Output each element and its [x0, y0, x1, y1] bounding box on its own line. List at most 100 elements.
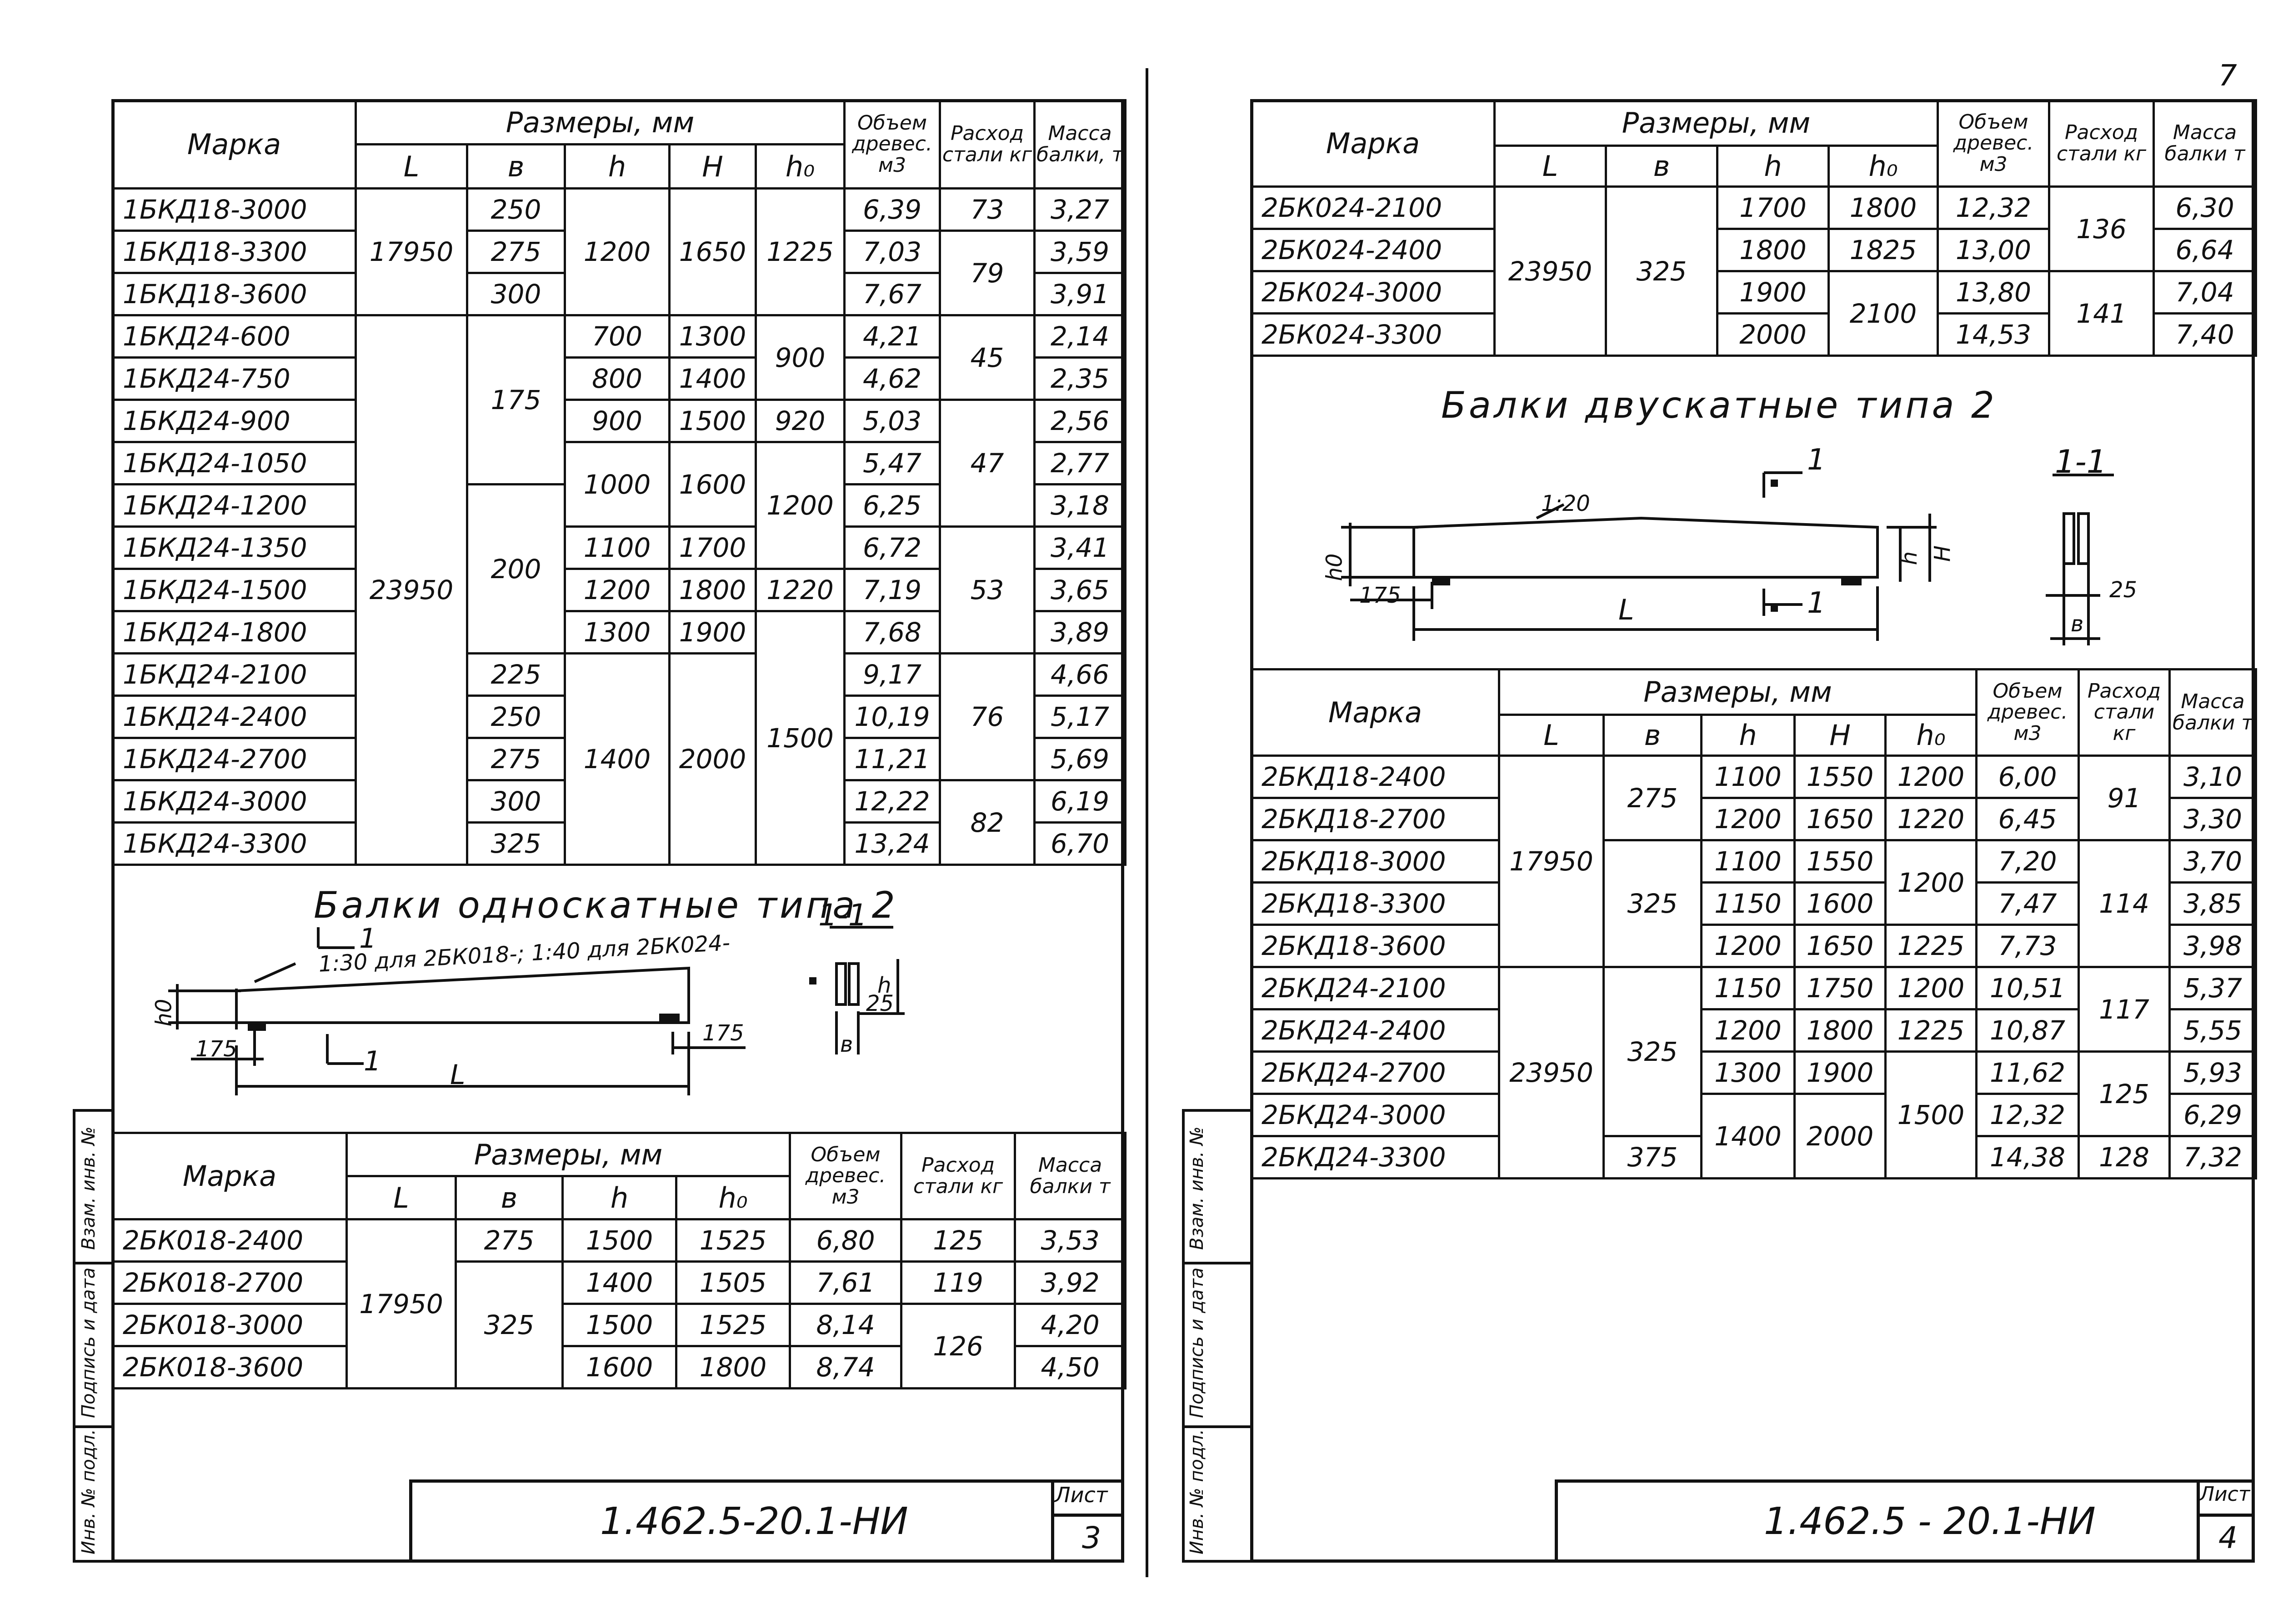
row-marka: 2БК024-2100	[1250, 185, 1496, 230]
th-h0: h₀	[675, 1175, 791, 1220]
cell-mass: 5,69	[1033, 737, 1127, 781]
cell-h0: 900	[754, 314, 846, 401]
cell-mass: 3,70	[2168, 839, 2258, 884]
cell-h: 1500	[561, 1218, 677, 1263]
cell-mass: 5,55	[2168, 1008, 2258, 1053]
th-h0: h₀	[1884, 714, 1978, 757]
cell-h0: 2100	[1827, 270, 1939, 357]
cell-L: 23950	[1493, 185, 1607, 357]
cell-b: 275	[466, 230, 566, 274]
cell-h: 1400	[1700, 1093, 1796, 1179]
cell-H: 1550	[1793, 839, 1887, 884]
cell-h: 700	[564, 314, 671, 359]
cell-H: 1900	[1793, 1050, 1887, 1095]
row-marka: 2БК018-2700	[111, 1260, 348, 1305]
cell-h: 2000	[1716, 312, 1830, 357]
cell-mass: 3,27	[1033, 187, 1127, 232]
th-steel: Расход стали кг	[939, 99, 1036, 190]
side-label-replace: Взам. инв. №	[78, 1126, 99, 1250]
side-label-inv: Инв. № подл.	[1187, 1429, 1207, 1554]
cell-h: 1300	[1700, 1050, 1796, 1095]
th-L: L	[345, 1175, 457, 1220]
side-label-replace: Взам. инв. №	[1187, 1126, 1207, 1250]
th-razmery: Размеры, мм	[345, 1132, 791, 1177]
cell-H: 1600	[668, 441, 757, 528]
drawing-dim-25: 25	[866, 991, 894, 1016]
cell-mass: 6,29	[2168, 1093, 2258, 1137]
th-steel: Расход стали кг	[2078, 668, 2171, 757]
cell-mass: 3,59	[1033, 230, 1127, 274]
cell-h: 1100	[564, 525, 671, 570]
cell-H: 1650	[668, 187, 757, 316]
drawing-section-mark-bottom: 1	[364, 1045, 381, 1077]
cell-b: 250	[466, 187, 566, 232]
cell-steel: 125	[900, 1218, 1016, 1263]
cell-h: 1400	[564, 652, 671, 866]
row-marka: 1БКД24-2100	[111, 652, 357, 697]
cell-b: 375	[1602, 1135, 1702, 1179]
cell-H: 1500	[668, 399, 757, 443]
cell-volume: 6,25	[843, 483, 941, 528]
drawing-dim-h: h	[877, 973, 891, 998]
row-marka: 1БКД24-1350	[111, 525, 357, 570]
row-marka: 1БКД24-1800	[111, 610, 357, 655]
row-marka: 2БК024-3000	[1250, 270, 1496, 315]
cell-h: 1150	[1700, 881, 1796, 926]
drawing-dim-b: в	[2071, 611, 2084, 637]
row-marka: 2БКД18-2700	[1250, 797, 1500, 841]
cell-mass: 5,37	[2168, 966, 2258, 1010]
cell-h: 1100	[1700, 755, 1796, 799]
row-marka: 2БК024-2400	[1250, 228, 1496, 272]
row-marka: 2БКД18-3300	[1250, 881, 1500, 926]
row-marka: 2БК018-2400	[111, 1218, 348, 1263]
cell-volume: 12,32	[1975, 1093, 2080, 1137]
cell-L: 23950	[355, 314, 468, 866]
th-razmery: Размеры, мм	[354, 99, 846, 145]
cell-b: 225	[466, 652, 566, 697]
cell-mass: 5,93	[2168, 1050, 2258, 1095]
th-h0: h₀	[754, 143, 846, 190]
th-steel: Расход стали кг	[900, 1132, 1016, 1220]
cell-mass: 3,10	[2168, 755, 2258, 799]
row-marka: 2БКД24-2400	[1250, 1008, 1500, 1053]
side-label-inv: Инв. № подл.	[78, 1429, 99, 1554]
cell-h0: 1200	[754, 441, 846, 570]
row-marka: 1БКД24-3000	[111, 779, 357, 824]
cell-mass: 6,30	[2153, 185, 2258, 230]
th-mass: Масса балки т	[2168, 668, 2258, 757]
cell-b: 325	[1602, 839, 1702, 968]
th-b: в	[455, 1175, 564, 1220]
th-b: в	[466, 143, 566, 190]
cell-volume: 10,19	[843, 695, 941, 739]
cell-volume: 6,72	[843, 525, 941, 570]
cell-volume: 10,51	[1975, 966, 2080, 1010]
drawing-slope: 1:20	[1541, 491, 1590, 516]
cell-H: 1650	[1793, 797, 1887, 841]
cell-mass: 3,91	[1033, 272, 1127, 316]
cell-mass: 4,50	[1014, 1345, 1127, 1389]
row-marka: 2БКД18-3000	[1250, 839, 1500, 884]
th-h0: h₀	[1827, 145, 1939, 188]
sheet-3-document-code: 1.462.5-20.1-НИ	[600, 1500, 908, 1543]
drawing-double-slope-beam	[1341, 471, 2114, 645]
cell-steel: 114	[2078, 839, 2171, 968]
cell-H: 1550	[1793, 755, 1887, 799]
row-marka: 1БКД24-1500	[111, 568, 357, 612]
cell-volume: 13,00	[1937, 228, 2051, 272]
cell-H: 1800	[1793, 1008, 1887, 1053]
cell-volume: 4,62	[843, 356, 941, 401]
cell-h0: 1525	[675, 1218, 791, 1263]
th-marka: Марка	[1250, 99, 1496, 188]
title-single-slope: Балки односкатные типа 2	[314, 884, 898, 926]
cell-volume: 7,20	[1975, 839, 2080, 884]
th-volume: Объем древес. м3	[1937, 99, 2051, 188]
cell-volume: 13,24	[843, 821, 941, 866]
cell-H: 1650	[1793, 924, 1887, 968]
corner-mark: 7	[2218, 59, 2237, 93]
cell-volume: 11,62	[1975, 1050, 2080, 1095]
cell-H: 1300	[668, 314, 757, 359]
cell-volume: 9,17	[843, 652, 941, 697]
th-b: в	[1602, 714, 1702, 757]
cell-volume: 12,32	[1937, 185, 2051, 230]
cell-steel: 76	[939, 652, 1036, 781]
